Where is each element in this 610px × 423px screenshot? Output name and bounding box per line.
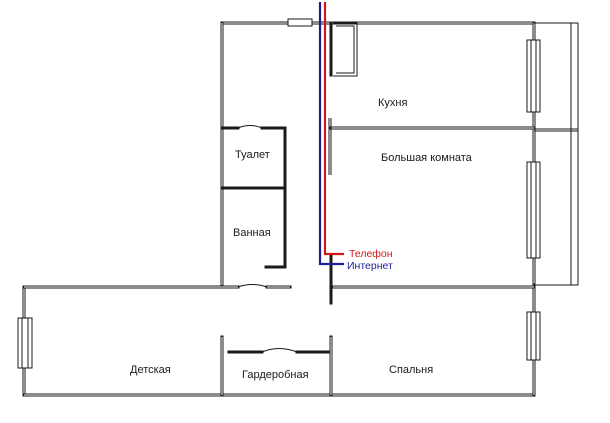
- outer-walls: [22, 21, 536, 397]
- internet-label: Интернет: [347, 260, 393, 272]
- windows: [17, 18, 541, 369]
- phone-cable: [323, 2, 344, 256]
- internet-cable: [318, 2, 344, 266]
- window-corridor-top: [287, 18, 313, 27]
- balcony: [534, 22, 579, 286]
- room-label-big-room: Большая комната: [381, 152, 473, 164]
- cable-risers: [318, 2, 344, 266]
- window-kitchen: [526, 39, 541, 113]
- interior-walls: [220, 21, 536, 397]
- window-kids-room: [17, 317, 33, 369]
- room-label-kitchen: Кухня: [378, 97, 407, 109]
- room-label-wardrobe: Гардеробная: [242, 369, 309, 381]
- window-bedroom: [526, 311, 541, 361]
- room-label-bathroom: Ванная: [233, 227, 271, 239]
- room-label-toilet: Туалет: [235, 149, 270, 161]
- window-big-room: [526, 161, 541, 259]
- room-label-kids-room: Детская: [130, 364, 171, 376]
- room-label-bedroom: Спальня: [389, 364, 433, 376]
- phone-label: Телефон: [349, 248, 393, 260]
